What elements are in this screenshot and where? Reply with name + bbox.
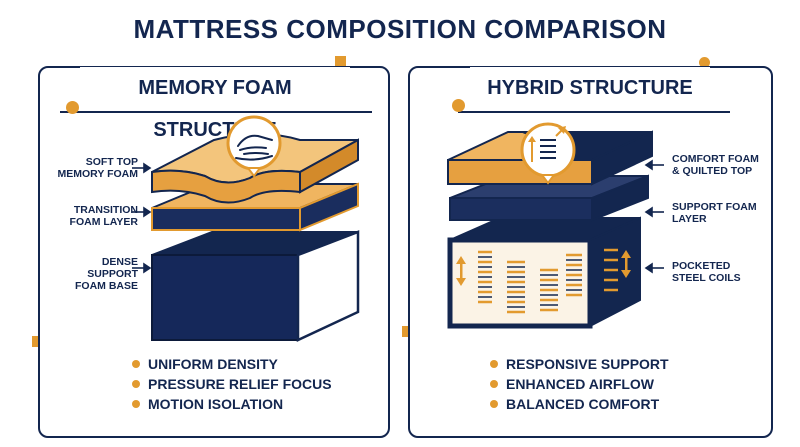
feature-item: RESPONSIVE SUPPORT	[490, 354, 669, 374]
page-title: MATTRESS COMPOSITION COMPARISON	[133, 14, 667, 44]
accent-dot	[452, 99, 465, 112]
feature-item: BALANCED COMFORT	[490, 394, 669, 414]
heading-rule	[458, 111, 730, 113]
accent-square	[32, 336, 43, 347]
layer-label-coils: POCKETED STEEL COILS	[672, 260, 741, 284]
bullet-dot	[132, 400, 140, 408]
callout-arrows	[644, 159, 664, 274]
accent-dot	[699, 57, 710, 68]
layer-label-base: DENSE SUPPORT FOAM BASE	[75, 256, 138, 292]
accent-square	[335, 56, 346, 67]
spring-icon	[520, 122, 576, 185]
callout-arrows	[132, 162, 152, 274]
feature-item: PRESSURE RELIEF FOCUS	[132, 374, 332, 394]
bullet-dot	[490, 360, 498, 368]
accent-square	[402, 326, 413, 337]
dense-base-layer	[151, 230, 360, 342]
feature-list: UNIFORM DENSITY PRESSURE RELIEF FOCUS MO…	[132, 354, 332, 414]
bullet-dot	[132, 360, 140, 368]
layer-label-comfort-top: COMFORT FOAM & QUILTED TOP	[672, 153, 759, 177]
pocketed-coil-layer	[447, 216, 641, 329]
layer-label-top-foam: SOFT TOP MEMORY FOAM	[57, 156, 139, 180]
bullet-dot	[490, 380, 498, 388]
panel-heading: MEMORY FOAM STRUCTURE	[80, 67, 350, 141]
accent-dot	[66, 101, 79, 114]
hand-press-icon	[226, 115, 282, 178]
spring-coils	[478, 248, 618, 314]
feature-item: ENHANCED AIRFLOW	[490, 374, 669, 394]
comfort-top-layer	[447, 130, 653, 186]
layer-label-support-foam: SUPPORT FOAM LAYER	[672, 201, 757, 225]
feature-item: UNIFORM DENSITY	[132, 354, 332, 374]
spring-coils-navy	[478, 256, 582, 308]
layer-label-transition: TRANSITION FOAM LAYER	[69, 204, 138, 228]
bullet-dot	[490, 400, 498, 408]
bullet-dot	[132, 380, 140, 388]
feature-item: MOTION ISOLATION	[132, 394, 332, 414]
panel-heading: HYBRID STRUCTURE	[470, 67, 710, 109]
feature-list: RESPONSIVE SUPPORT ENHANCED AIRFLOW BALA…	[490, 354, 669, 414]
airflow-arrows-icon	[456, 250, 631, 286]
heading-rule	[60, 111, 372, 113]
